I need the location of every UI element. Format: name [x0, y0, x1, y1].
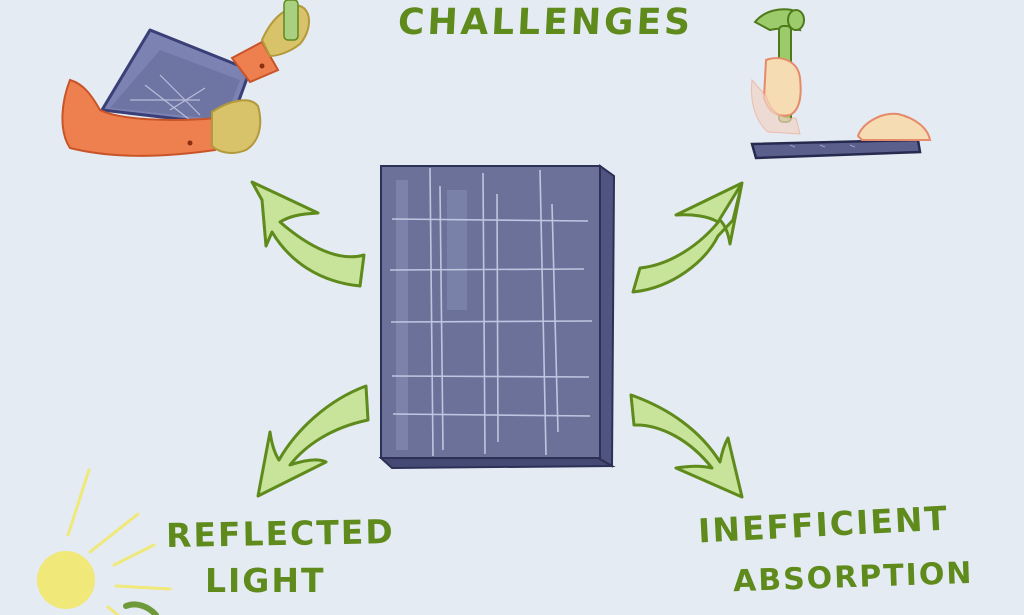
- center-solar-panel: [378, 164, 616, 470]
- hammer-illustration: [750, 8, 932, 160]
- arrow-to-top-right-icon: [631, 181, 744, 294]
- carrying-panel-illustration: [61, 0, 310, 157]
- arrow-to-bottom-right-icon: [629, 393, 744, 499]
- reflected-light-label-line1: Reflected: [165, 512, 396, 555]
- diagram-title: Challenges: [396, 2, 695, 43]
- reflected-light-label-line2: Light: [205, 561, 326, 600]
- arrow-to-top-left-icon: [250, 180, 366, 288]
- arrow-to-bottom-left-icon: [256, 384, 370, 498]
- sun-icon: [37, 468, 172, 615]
- panel-grid-icon: [389, 167, 593, 457]
